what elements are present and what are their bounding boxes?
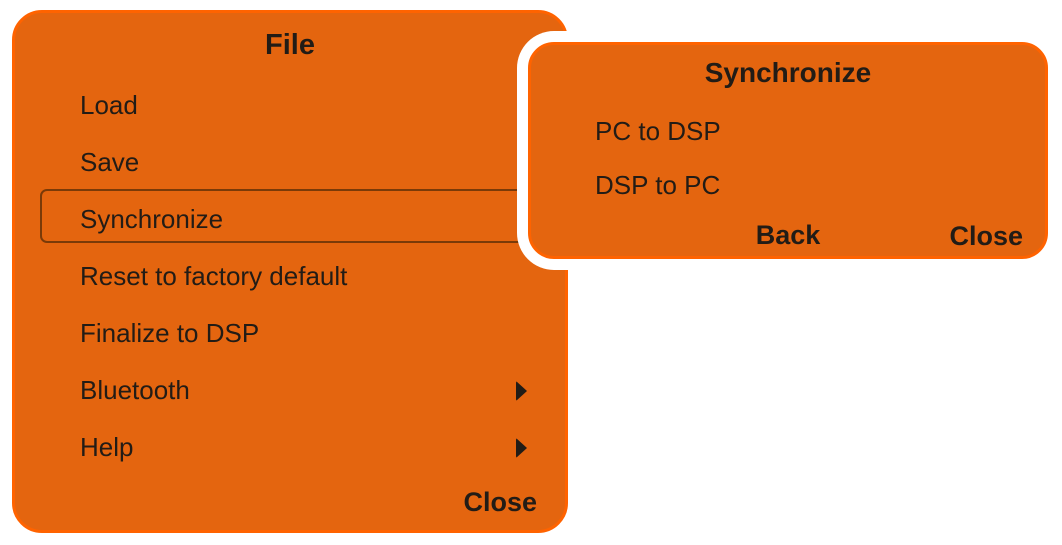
file-menu-items: Load Save Synchronize Reset to factory d… (80, 77, 527, 476)
menu-item-label: Bluetooth (80, 375, 190, 405)
menu-item-finalize-to-dsp[interactable]: Finalize to DSP (80, 305, 527, 362)
file-menu-panel: File Load Save Synchronize Reset to fact… (12, 10, 568, 533)
synchronize-menu-title: Synchronize (704, 57, 872, 88)
submenu-arrow-icon (516, 437, 527, 458)
menu-item-label: PC to DSP (595, 115, 721, 146)
menu-item-synchronize[interactable]: Synchronize (80, 191, 527, 248)
menu-item-help[interactable]: Help (80, 419, 527, 476)
synchronize-menu-panel: Synchronize PC to DSP DSP to PC Back Clo… (528, 42, 1048, 259)
menu-item-pc-to-dsp[interactable]: PC to DSP (595, 104, 1015, 158)
file-menu-title: File (265, 28, 315, 61)
menu-item-dsp-to-pc[interactable]: DSP to PC (595, 158, 1015, 212)
synchronize-menu-footer: Back Close (531, 220, 1045, 256)
menu-item-label: Load (80, 90, 138, 120)
submenu-arrow-icon (516, 380, 527, 401)
back-button[interactable]: Back (755, 220, 821, 250)
menu-item-label: Help (80, 432, 134, 462)
menu-item-label: DSP to PC (595, 169, 721, 200)
menu-item-label: Synchronize (80, 204, 224, 234)
menu-item-label: Finalize to DSP (80, 318, 260, 348)
synchronize-menu-items: PC to DSP DSP to PC (595, 104, 1015, 212)
menu-item-reset-to-factory-default[interactable]: Reset to factory default (80, 248, 527, 305)
file-menu-close-button[interactable]: Close (463, 487, 537, 517)
menu-item-bluetooth[interactable]: Bluetooth (80, 362, 527, 419)
menu-item-load[interactable]: Load (80, 77, 527, 134)
synchronize-menu-close-button[interactable]: Close (949, 221, 1023, 251)
menu-item-label: Save (80, 147, 140, 177)
menu-item-save[interactable]: Save (80, 134, 527, 191)
menu-item-label: Reset to factory default (80, 261, 348, 291)
